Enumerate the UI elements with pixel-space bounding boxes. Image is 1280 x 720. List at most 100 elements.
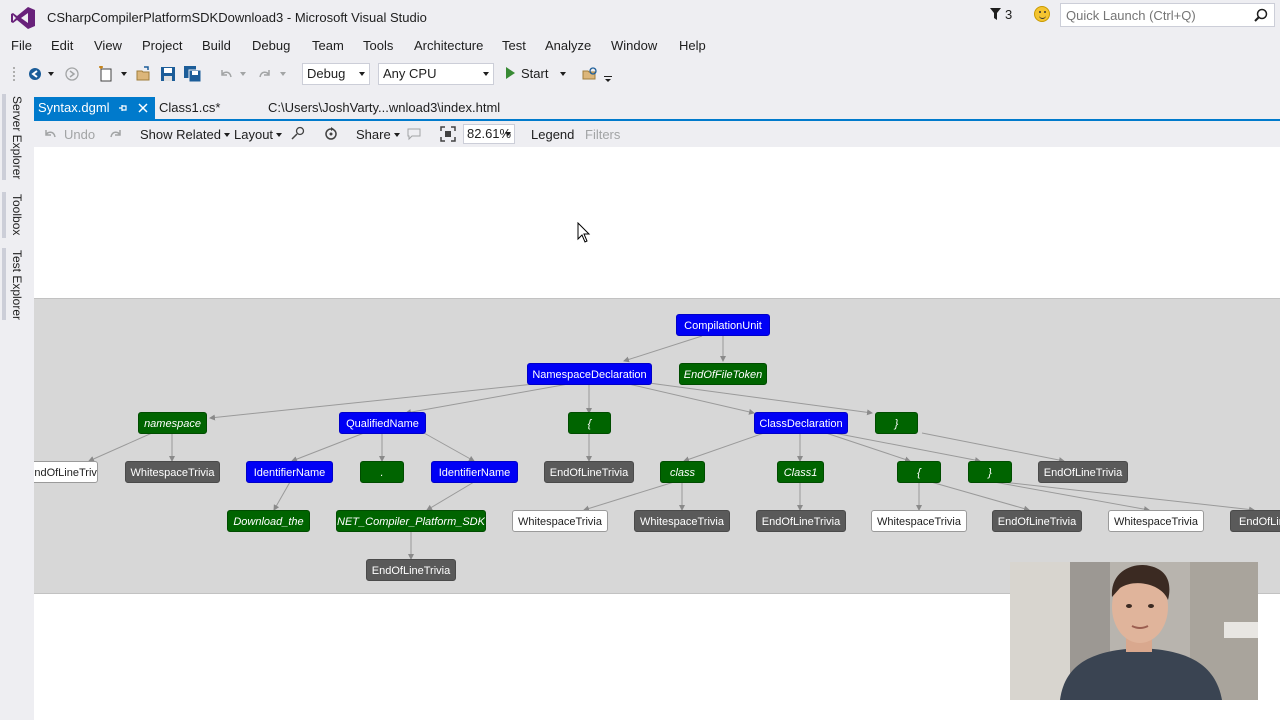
menu-window[interactable]: Window: [611, 38, 658, 53]
graph-node[interactable]: EndOfLineTrivia: [34, 461, 98, 483]
undo-dropdown-icon[interactable]: [240, 72, 246, 88]
menu-tools[interactable]: Tools: [363, 38, 394, 53]
refresh-graph-icon[interactable]: [323, 126, 339, 142]
feedback-smiley-icon[interactable]: [1034, 6, 1050, 22]
quick-launch[interactable]: [1060, 3, 1275, 27]
side-tab-server-explorer[interactable]: Server Explorer: [10, 96, 24, 180]
start-debugging-button[interactable]: Start: [506, 66, 567, 81]
dgml-canvas[interactable]: CompilationUnit NamespaceDeclaration End…: [34, 147, 1280, 720]
tab-index-html[interactable]: C:\Users\JoshVarty...wnload3\index.html: [264, 97, 524, 119]
graph-node[interactable]: IdentifierName: [431, 461, 518, 483]
graph-node[interactable]: }: [875, 412, 918, 434]
filters-button[interactable]: Filters: [585, 127, 621, 142]
show-related-label: Show Related: [140, 127, 221, 142]
redo-icon[interactable]: [109, 127, 123, 141]
new-project-dropdown-icon[interactable]: [121, 72, 127, 88]
close-icon[interactable]: [138, 103, 148, 113]
find-in-files-icon[interactable]: [582, 66, 598, 82]
navigate-forward-icon[interactable]: [65, 66, 79, 82]
graph-node[interactable]: .: [360, 461, 404, 483]
graph-node[interactable]: EndOfLineTrivia: [992, 510, 1082, 532]
graph-node[interactable]: EndOfLineTrivia: [544, 461, 634, 483]
graph-node[interactable]: EndOfLineTrivia: [1038, 461, 1128, 483]
graph-node[interactable]: {: [897, 461, 941, 483]
save-all-icon[interactable]: [184, 66, 202, 82]
undo-icon[interactable]: [218, 66, 234, 82]
show-related-button[interactable]: Show Related: [140, 127, 230, 142]
back-dropdown-icon[interactable]: [48, 72, 54, 88]
graph-node[interactable]: WhitespaceTrivia: [871, 510, 967, 532]
notifications-count: 3: [1005, 7, 1013, 22]
syntax-graph: CompilationUnit NamespaceDeclaration End…: [34, 298, 1280, 594]
save-icon[interactable]: [160, 66, 176, 82]
undo-button[interactable]: Undo: [64, 127, 96, 142]
graph-node[interactable]: WhitespaceTrivia: [1108, 510, 1204, 532]
pin-icon[interactable]: [118, 103, 128, 113]
share-label: Share: [356, 127, 391, 142]
menu-view[interactable]: View: [94, 38, 122, 53]
graph-node[interactable]: QualifiedName: [339, 412, 426, 434]
menu-team[interactable]: Team: [312, 38, 344, 53]
analyzers-icon[interactable]: [290, 126, 306, 140]
graph-node[interactable]: ClassDeclaration: [754, 412, 848, 434]
graph-node[interactable]: }: [968, 461, 1012, 483]
redo-icon[interactable]: [257, 66, 273, 82]
share-button[interactable]: Share: [356, 127, 400, 142]
side-tab-toolbox[interactable]: Toolbox: [10, 194, 24, 236]
solution-platform-select[interactable]: Any CPU: [378, 63, 494, 85]
graph-node[interactable]: Class1: [777, 461, 824, 483]
graph-node[interactable]: EndOfLineTrivia: [756, 510, 846, 532]
graph-node[interactable]: WhitespaceTrivia: [125, 461, 220, 483]
graph-node[interactable]: CompilationUnit: [676, 314, 770, 336]
graph-node[interactable]: class: [660, 461, 705, 483]
toolbar-options-icon[interactable]: [604, 76, 612, 82]
side-tab-test-explorer[interactable]: Test Explorer: [10, 250, 24, 321]
redo-dropdown-icon[interactable]: [280, 72, 286, 88]
menu-build[interactable]: Build: [202, 38, 231, 53]
graph-node[interactable]: EndOfFileToken: [679, 363, 767, 385]
graph-node[interactable]: Download_the: [227, 510, 310, 532]
menu-architecture[interactable]: Architecture: [414, 38, 484, 53]
layout-label: Layout: [234, 127, 274, 142]
graph-node[interactable]: namespace: [138, 412, 207, 434]
solution-platform-value: Any CPU: [383, 66, 437, 81]
open-file-icon[interactable]: [136, 66, 152, 82]
menu-test[interactable]: Test: [502, 38, 526, 53]
new-project-icon[interactable]: [98, 66, 114, 82]
graph-node[interactable]: NamespaceDeclaration: [527, 363, 652, 385]
tab-label: Syntax.dgml: [38, 100, 110, 115]
comment-icon[interactable]: [407, 127, 421, 141]
layout-button[interactable]: Layout: [234, 127, 283, 142]
tab-syntax-dgml[interactable]: Syntax.dgml: [34, 97, 155, 119]
graph-node[interactable]: WhitespaceTrivia: [634, 510, 730, 532]
graph-node[interactable]: EndOfLineTrivia: [1230, 510, 1280, 532]
graph-node[interactable]: WhitespaceTrivia: [512, 510, 608, 532]
menu-help[interactable]: Help: [679, 38, 706, 53]
left-tool-rail: Server Explorer Toolbox Test Explorer: [0, 90, 34, 720]
menu-edit[interactable]: Edit: [51, 38, 74, 53]
graph-node[interactable]: IdentifierName: [246, 461, 333, 483]
chevron-down-icon: [276, 133, 283, 137]
zoom-level-select[interactable]: 82.61%: [463, 124, 515, 144]
search-icon[interactable]: [1254, 8, 1268, 22]
menu-file[interactable]: File: [11, 38, 32, 53]
zoom-to-fit-icon[interactable]: [440, 126, 456, 142]
quick-launch-input[interactable]: [1061, 4, 1241, 26]
menu-project[interactable]: Project: [142, 38, 183, 53]
menu-debug[interactable]: Debug: [252, 38, 291, 53]
graph-node[interactable]: EndOfLineTrivia: [366, 559, 456, 581]
tab-class1-cs[interactable]: Class1.cs*: [155, 97, 255, 119]
chevron-down-icon: [393, 133, 400, 137]
navigate-back-icon[interactable]: [28, 66, 42, 82]
solution-configuration-select[interactable]: Debug: [302, 63, 370, 85]
graph-node[interactable]: {: [568, 412, 611, 434]
chevron-down-icon: [505, 132, 511, 136]
undo-icon[interactable]: [43, 127, 57, 141]
menu-analyze[interactable]: Analyze: [545, 38, 592, 53]
legend-button[interactable]: Legend: [531, 127, 575, 142]
start-dropdown-icon[interactable]: [560, 72, 567, 76]
mouse-cursor-icon: [577, 222, 591, 243]
graph-node[interactable]: NET_Compiler_Platform_SDK: [336, 510, 486, 532]
notifications-button[interactable]: 3: [990, 7, 1012, 22]
